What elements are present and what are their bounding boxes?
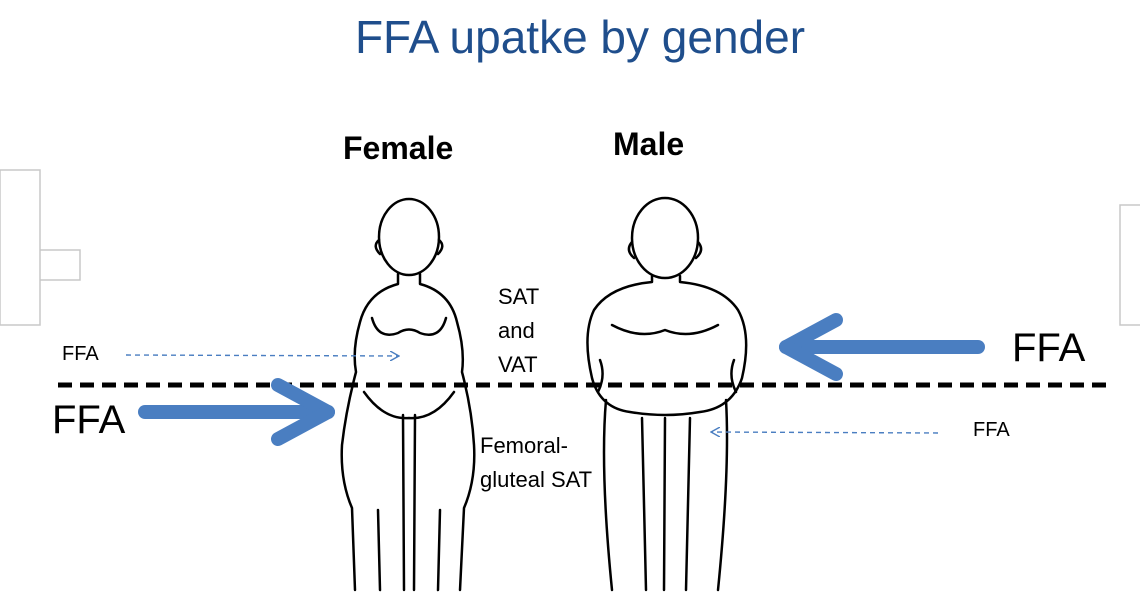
ffa-arrow-left-big bbox=[145, 385, 328, 439]
and-label-line: and bbox=[498, 314, 539, 348]
ffa-arrow-right-big bbox=[786, 320, 978, 374]
femoral-gluteal-label: Femoral- gluteal SAT bbox=[480, 429, 592, 497]
male-body-outline bbox=[587, 198, 746, 590]
ffa-label-right-small: FFA bbox=[973, 419, 1010, 442]
female-body-outline bbox=[342, 199, 475, 590]
male-label: Male bbox=[613, 126, 684, 163]
page-title: FFA upatke by gender bbox=[0, 10, 1140, 64]
gluteal-label-line: gluteal SAT bbox=[480, 463, 592, 497]
sat-label-line: SAT bbox=[498, 280, 539, 314]
ffa-label-left-big: FFA bbox=[52, 398, 125, 443]
female-label: Female bbox=[343, 130, 453, 167]
ffa-label-right-big: FFA bbox=[1012, 326, 1085, 371]
femoral-label-line: Femoral- bbox=[480, 429, 592, 463]
watermark-graphic bbox=[0, 170, 1140, 325]
vat-label-line: VAT bbox=[498, 348, 539, 382]
ffa-arrow-left-small bbox=[126, 355, 398, 356]
sat-and-vat-label: SAT and VAT bbox=[498, 280, 539, 382]
ffa-arrow-right-small bbox=[712, 432, 938, 433]
ffa-label-left-small: FFA bbox=[62, 343, 99, 366]
